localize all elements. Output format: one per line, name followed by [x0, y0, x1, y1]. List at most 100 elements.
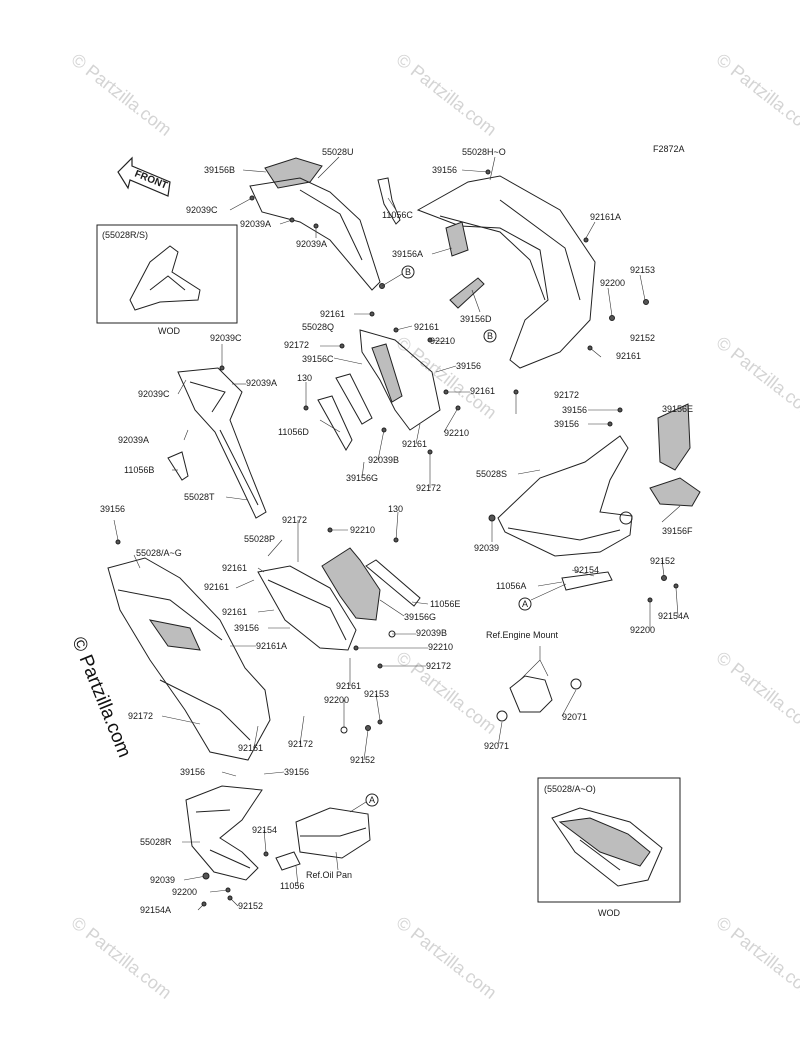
part-label: 39156B	[204, 165, 235, 175]
part-label: 92071	[484, 741, 509, 751]
callout-a-1: A	[518, 583, 567, 611]
part-label: 92039C	[210, 333, 242, 343]
part-label: 92039A	[296, 239, 327, 249]
part-label: 55028Q	[302, 322, 334, 332]
part-label: 55028S	[476, 469, 507, 479]
part-label: 39156	[432, 165, 457, 175]
fasteners	[115, 169, 679, 907]
part-label: 55028U	[322, 147, 354, 157]
part-label: 130	[388, 504, 403, 514]
part-label: 92039B	[368, 455, 399, 465]
part-label: 92210	[428, 642, 453, 652]
part-label: 92161	[470, 386, 495, 396]
part-label: 39156	[100, 504, 125, 514]
part-label: 39156	[180, 767, 205, 777]
inset-header: (55028R/S)	[102, 230, 148, 240]
part-label: 92161	[414, 322, 439, 332]
watermark-text: © Partzilla.com	[68, 49, 176, 139]
part-label: 130	[297, 373, 312, 383]
callout-letter: B	[405, 267, 411, 277]
part-label: 39156	[562, 405, 587, 415]
part-label: 92039A	[240, 219, 271, 229]
part-label: 55028/A~G	[136, 548, 182, 558]
front-arrow-icon: FRONT	[117, 156, 171, 197]
part-label: 39156G	[346, 473, 378, 483]
part-shapes	[107, 157, 701, 881]
part-label: 92152	[238, 901, 263, 911]
part-label: 92154A	[658, 611, 689, 621]
watermark-text: © Partzilla.com	[713, 49, 800, 139]
part-labels: 55028U 39156B 92039C 92039A 92039A 11056…	[100, 147, 693, 915]
inset-wod-1: (55028R/S) WOD	[96, 224, 238, 336]
leader-lines	[113, 156, 681, 911]
part-label: 92161	[222, 607, 247, 617]
part-label: 92200	[600, 278, 625, 288]
part-label: 39156	[284, 767, 309, 777]
part-label: 92172	[282, 515, 307, 525]
note-ref-oil-pan: Ref.Oil Pan	[306, 870, 352, 880]
part-label: 92172	[416, 483, 441, 493]
part-label: 55028T	[184, 492, 215, 502]
part-label: 92200	[324, 695, 349, 705]
part-label: 92161A	[256, 641, 287, 651]
callout-a-2: A	[349, 793, 379, 813]
part-label: 92039	[150, 875, 175, 885]
part-label: 11056E	[430, 599, 460, 609]
part-label: 39156	[554, 419, 579, 429]
part-label: 92200	[630, 625, 655, 635]
part-label: 39156G	[404, 612, 436, 622]
part-label: 92161	[238, 743, 263, 753]
part-label: 11056	[280, 881, 304, 891]
callout-letter: A	[522, 599, 528, 609]
inset-wod-2: (55028/A~O) WOD	[537, 777, 681, 918]
part-label: 92154	[252, 825, 277, 835]
callout-b-1: B	[381, 265, 415, 287]
part-label: 55028P	[244, 534, 275, 544]
watermark-text: © Partzilla.com	[68, 912, 176, 1002]
part-label: 39156	[456, 361, 481, 371]
part-label: 92161	[402, 439, 427, 449]
part-label: 92172	[554, 390, 579, 400]
inset-header: (55028/A~O)	[544, 784, 596, 794]
part-label: 92152	[350, 755, 375, 765]
part-label: 92200	[172, 887, 197, 897]
logo-watermark: © Partzilla.com	[67, 634, 134, 761]
part-label: 39156E	[662, 404, 693, 414]
part-label: 39156C	[302, 354, 334, 364]
watermark-text: © Partzilla.com	[713, 332, 800, 422]
part-label: 39156	[234, 623, 259, 633]
part-label: 55028H~O	[462, 147, 506, 157]
inset-footer: WOD	[598, 908, 620, 918]
part-label: 92071	[562, 712, 587, 722]
part-label: 92154	[574, 565, 599, 575]
part-label: 92039C	[138, 389, 170, 399]
part-label: 11056A	[496, 581, 526, 591]
part-label: 92152	[630, 333, 655, 343]
part-label: 92210	[444, 428, 469, 438]
part-label: 92153	[630, 265, 655, 275]
part-label: 92172	[128, 711, 153, 721]
part-label: 11056B	[124, 465, 154, 475]
part-label: 92039C	[186, 205, 218, 215]
part-label: 55028R	[140, 837, 172, 847]
part-label: 92152	[650, 556, 675, 566]
part-label: 11056C	[382, 210, 413, 220]
part-label: 92161	[222, 563, 247, 573]
inset-footer: WOD	[158, 326, 180, 336]
part-label: 92161	[320, 309, 345, 319]
part-label: 92172	[284, 340, 309, 350]
diagram-code: F2872A	[653, 144, 685, 154]
part-label: 92161	[204, 582, 229, 592]
part-label: 92172	[426, 661, 451, 671]
part-label: 92161	[336, 681, 361, 691]
part-label: 11056D	[278, 427, 309, 437]
callout-letter: B	[487, 331, 493, 341]
watermark-text: © Partzilla.com	[393, 49, 501, 139]
part-label: 92161	[616, 351, 641, 361]
part-label: 92210	[430, 336, 455, 346]
callout-letter: A	[369, 795, 375, 805]
watermark-text: © Partzilla.com	[393, 912, 501, 1002]
note-ref-engine-mount: Ref.Engine Mount	[486, 630, 559, 640]
